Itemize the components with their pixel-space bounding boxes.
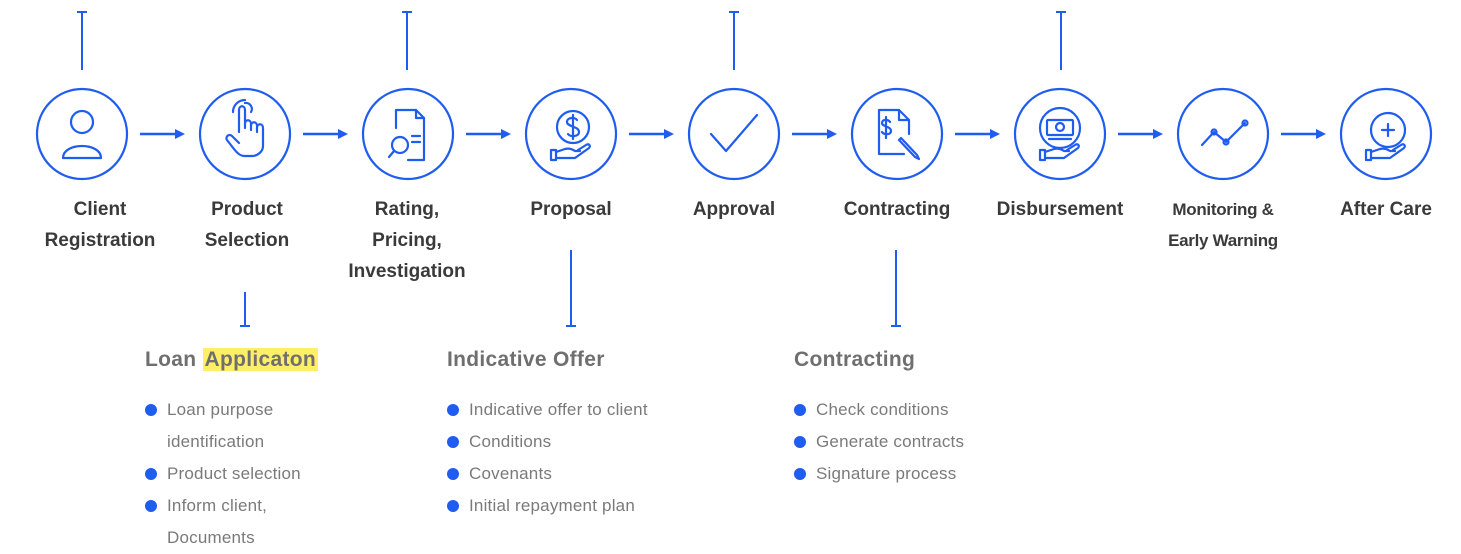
detail-list: Check conditions Generate contracts Sign…: [794, 394, 1054, 490]
step-label-product-selection: Product Selection: [157, 194, 337, 256]
list-item-text: Documents: [167, 528, 255, 547]
detail-title-prefix: Loan: [145, 348, 197, 371]
step-label-line: Pricing,: [372, 230, 442, 251]
list-item: Signature process: [794, 458, 1054, 490]
trend-line-icon: [1200, 119, 1249, 147]
detail-list: Loan purpose identification Product selec…: [145, 394, 405, 554]
step-label-line: Disbursement: [996, 199, 1124, 220]
step-label-line: Investigation: [348, 261, 466, 282]
money-hand-icon: [549, 109, 591, 162]
step-label-contracting: Contracting: [807, 194, 987, 225]
list-item: Indicative offer to client: [447, 394, 747, 426]
user-icon: [61, 109, 103, 160]
step-label-after-care: After Care: [1296, 194, 1461, 225]
list-item: Inform client, Documents: [145, 490, 405, 554]
step-label-line: Approval: [692, 199, 776, 220]
step-proposal: [524, 87, 618, 181]
detail-contracting: Contracting Check conditions Generate co…: [794, 348, 1054, 490]
detail-title-highlight: Applicaton: [202, 348, 319, 371]
detail-title: Contracting: [794, 348, 916, 371]
detail-indicative-offer: Indicative Offer Indicative offer to cli…: [447, 348, 747, 522]
step-label-proposal: Proposal: [481, 194, 661, 225]
step-after-care: [1339, 87, 1433, 181]
step-label-line: Registration: [44, 230, 156, 251]
list-item: Loan purpose identification: [145, 394, 405, 458]
list-item: Product selection: [145, 458, 405, 490]
list-item: Check conditions: [794, 394, 1054, 426]
step-disbursement: [1013, 87, 1107, 181]
step-label-client-registration: Client Registration: [10, 194, 190, 256]
step-label-rating-pricing-investigation: Rating, Pricing, Investigation: [317, 194, 497, 287]
step-label-line: After Care: [1340, 199, 1432, 220]
hand-pointer-icon: [225, 98, 265, 158]
document-search-icon: [387, 108, 426, 162]
step-monitoring-early-warning: [1176, 87, 1270, 181]
top-connector: [77, 11, 87, 70]
bottom-connector: [566, 250, 576, 327]
care-hand-icon: [1364, 111, 1407, 162]
step-product-selection: [198, 87, 292, 181]
top-connector: [1056, 11, 1066, 70]
step-label-line: Product: [211, 199, 283, 220]
list-item: Covenants: [447, 458, 747, 490]
detail-loan-application: Loan Applicaton Loan purpose identificati…: [145, 348, 405, 554]
step-label-line: Selection: [204, 230, 290, 251]
top-connector: [402, 11, 412, 70]
list-item-text: Product selection: [167, 464, 301, 483]
step-label-approval: Approval: [644, 194, 824, 225]
checkmark-icon: [709, 113, 759, 153]
step-label-line: Monitoring &: [1172, 200, 1274, 219]
list-item: Generate contracts: [794, 426, 1054, 458]
contract-sign-icon: [877, 108, 921, 161]
step-approval: [687, 87, 781, 181]
step-label-monitoring-early-warning: Monitoring & Early Warning: [1133, 194, 1313, 256]
list-item-text: Loan purpose: [167, 400, 274, 419]
top-connector: [729, 11, 739, 70]
step-label-line: Client: [73, 199, 127, 220]
detail-list: Indicative offer to client Conditions Co…: [447, 394, 747, 522]
list-item-text: Inform client,: [167, 496, 268, 515]
detail-title: Loan Applicaton: [145, 348, 405, 372]
bottom-connector: [891, 250, 901, 327]
step-client-registration: [35, 87, 129, 181]
bottom-connector: [240, 292, 250, 327]
step-label-line: Rating,: [374, 199, 440, 220]
step-label-line: Early Warning: [1168, 231, 1278, 250]
detail-title: Indicative Offer: [447, 348, 605, 371]
step-contracting: [850, 87, 944, 181]
step-label-line: Contracting: [843, 199, 951, 220]
list-item: Initial repayment plan: [447, 490, 747, 522]
cash-hand-icon: [1038, 106, 1082, 162]
list-item: Conditions: [447, 426, 747, 458]
step-label-line: Proposal: [530, 199, 612, 220]
list-item-text: identification: [167, 432, 265, 451]
step-label-disbursement: Disbursement: [970, 194, 1150, 225]
step-rating-pricing-investigation: [361, 87, 455, 181]
